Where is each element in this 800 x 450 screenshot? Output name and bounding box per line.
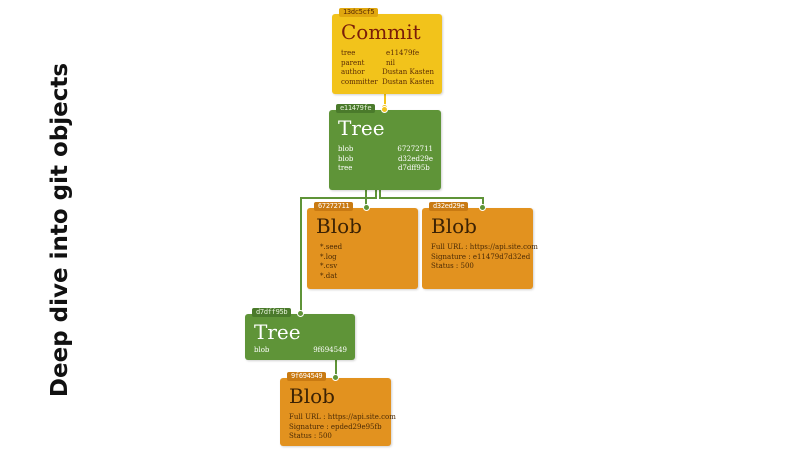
blob-line: Status : 500 [289,432,332,440]
blob-d32ed29e-hash-tag: d32ed29e [429,202,469,211]
blob-67272711-connector-dot [363,204,370,211]
blob-line: *.dat [320,271,338,280]
blob-9f694549-title: Blob [289,384,335,408]
blob-line: *.csv [320,262,338,270]
connector-tree-blob-d32ed29e [379,190,484,208]
blob-node-67272711[interactable]: 67272711 Blob *.seed *.log *.csv *.dat [307,202,418,289]
blob-d32ed29e-title: Blob [431,214,477,238]
blob-67272711-hash-tag: 67272711 [314,202,354,211]
tree-sub-connector-dot [297,310,304,317]
blob-line: Signature : e11479d7d32ed [431,252,531,261]
blob-9f694549-hash-tag: 9f694549 [287,372,327,381]
tree-root-hash-tag: e11479fe [336,104,376,113]
blob-9f694549-connector-dot [332,374,339,381]
blob-line: Full URL : https://api.site.com [431,243,538,251]
connector-tree-tree-d7dff95b [300,190,377,314]
blob-line: *.seed [320,243,343,251]
blob-d32ed29e-connector-dot [479,204,486,211]
blob-line: Status : 500 [431,262,474,270]
blob-67272711-title: Blob [316,214,362,238]
commit-title: Commit [341,20,421,44]
blob-line: Full URL : https://api.site.com [289,413,396,421]
tree-root-title: Tree [338,116,385,140]
blob-node-9f694549[interactable]: 9f694549 Blob Full URL : https://api.sit… [280,372,396,446]
tree-root-connector-dot [381,106,388,113]
tree-sub-hash-tag: d7dff95b [252,308,292,317]
blob-line: *.log [320,252,337,261]
blob-node-d32ed29e[interactable]: d32ed29e Blob Full URL : https://api.sit… [422,202,538,289]
commit-hash-tag: 13dc5cf5 [339,8,379,17]
blob-line: Signature : epded29e95fb [289,422,382,431]
tree-sub-title: Tree [254,320,301,344]
